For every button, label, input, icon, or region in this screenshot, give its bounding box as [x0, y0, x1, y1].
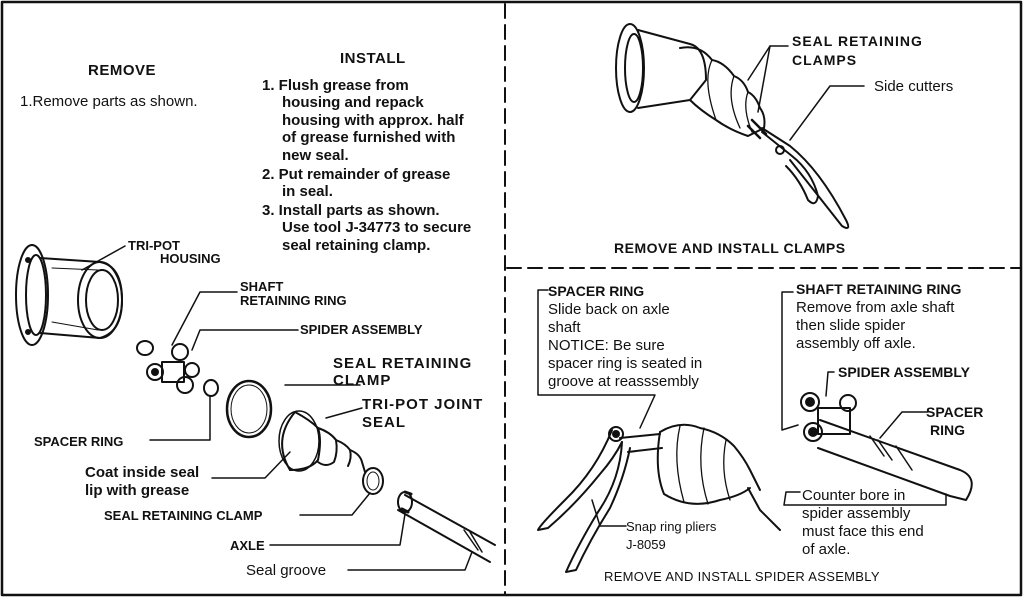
- label-axle: AXLE: [230, 538, 265, 553]
- counter-line: must face this end: [802, 523, 924, 540]
- shaft-line: then slide spider: [796, 317, 906, 334]
- label-side-cutters: Side cutters: [874, 78, 954, 95]
- spacer-line: shaft: [548, 319, 581, 336]
- label-pliers-2: J-8059: [626, 537, 666, 552]
- label-spacer-heading: SPACER RING: [548, 283, 645, 299]
- shaft-line: assembly off axle.: [796, 335, 916, 352]
- label-spacer-ring: SPACER RING: [34, 434, 124, 449]
- install-line: 1. Flush grease from: [262, 77, 409, 94]
- label-shaft-heading: SHAFT RETAINING RING: [796, 281, 962, 297]
- spider-pliers-tool: [537, 426, 631, 573]
- label-tripot-housing-2: HOUSING: [160, 251, 221, 266]
- spider-caption: REMOVE AND INSTALL SPIDER ASSEMBLY: [604, 569, 880, 584]
- label-pliers-1: Snap ring pliers: [626, 519, 717, 534]
- install-line: housing and repack: [282, 94, 424, 111]
- label-seal-clamp-b: SEAL RETAINING CLAMP: [104, 508, 263, 523]
- spider-assembly-part: [146, 343, 200, 394]
- spacer-line: NOTICE: Be sure: [548, 337, 665, 354]
- label-clamps-1: SEAL RETAINING: [792, 33, 923, 49]
- left-leader-lines: [81, 245, 473, 571]
- label-seal-groove: Seal groove: [246, 562, 327, 579]
- spider-leader-lines: [537, 289, 947, 527]
- install-line: new seal.: [282, 147, 349, 164]
- label-spider-assembly: SPIDER ASSEMBLY: [300, 322, 423, 337]
- clamp-boot: [679, 46, 766, 137]
- spacer-line: groove at reasssembly: [548, 373, 699, 390]
- clamps-caption: REMOVE AND INSTALL CLAMPS: [614, 240, 846, 256]
- install-heading: INSTALL: [340, 50, 406, 67]
- label-tripot-housing-1: TRI-POT: [128, 238, 180, 253]
- counter-line: spider assembly: [802, 505, 911, 522]
- counter-line: of axle.: [802, 541, 851, 558]
- clamps-leader-lines: [747, 45, 865, 141]
- install-line: of grease furnished with: [282, 129, 456, 146]
- label-joint-seal-1: TRI-POT JOINT: [362, 396, 484, 413]
- label-spacer-right-1: SPACER: [926, 404, 984, 420]
- shaft-retaining-ring-part: [136, 340, 154, 356]
- label-joint-seal-2: SEAL: [362, 414, 407, 431]
- label-seal-clamp-2: CLAMP: [333, 372, 392, 389]
- label-coat-1: Coat inside seal: [85, 464, 200, 481]
- install-line: housing with approx. half: [282, 112, 464, 129]
- spider-assembly-on-axle: [800, 392, 973, 501]
- shaft-line: Remove from axle shaft: [796, 299, 955, 316]
- seal-retaining-clamp-part: [225, 379, 273, 439]
- side-cutters-tool: [746, 118, 850, 229]
- label-seal-clamp-1: SEAL RETAINING: [333, 355, 473, 372]
- install-line: 3. Install parts as shown.: [262, 202, 440, 219]
- label-spacer-right-2: RING: [930, 422, 965, 438]
- spacer-line: spacer ring is seated in: [548, 355, 703, 372]
- axle-shaft-part: [397, 490, 496, 563]
- small-clamp-part: [362, 467, 384, 495]
- label-clamps-2: CLAMPS: [792, 52, 858, 68]
- counter-line: Counter bore in: [802, 487, 906, 504]
- remove-step: 1.Remove parts as shown.: [20, 93, 198, 110]
- install-line: seal retaining clamp.: [282, 237, 431, 254]
- tripot-housing: [15, 244, 123, 346]
- label-shaft-ring-2: RETAINING RING: [240, 293, 347, 308]
- install-line: 2. Put remainder of grease: [262, 166, 451, 183]
- label-coat-2: lip with grease: [85, 482, 190, 499]
- spacer-line: Slide back on axle: [548, 301, 670, 318]
- install-line: in seal.: [282, 183, 333, 200]
- remove-heading: REMOVE: [88, 62, 157, 79]
- label-spider-assembly-right: SPIDER ASSEMBLY: [838, 364, 970, 380]
- label-shaft-ring-1: SHAFT: [240, 279, 284, 294]
- spider-axle-and-boot: [619, 423, 781, 531]
- install-line: Use tool J-34773 to secure: [282, 219, 472, 236]
- tripot-joint-seal-part: [278, 410, 366, 473]
- clamp-housing: [615, 23, 707, 113]
- spacer-ring-part: [203, 379, 219, 397]
